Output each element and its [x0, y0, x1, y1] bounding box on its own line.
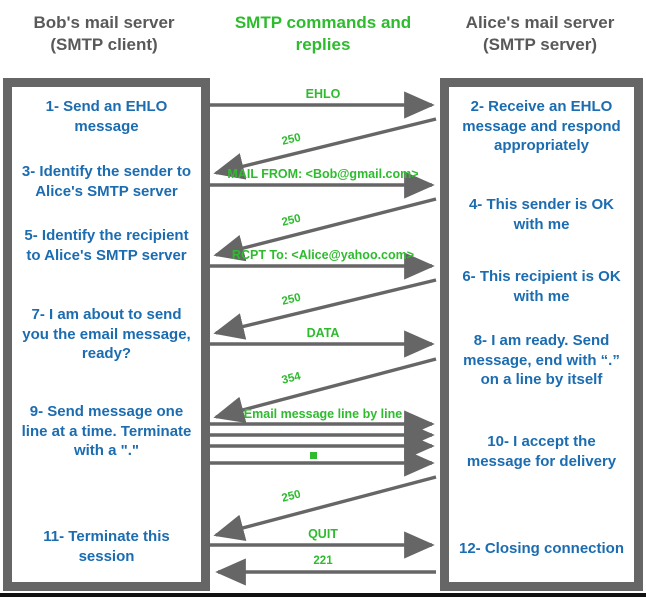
heading-server-line2: (SMTP server) — [482, 34, 597, 54]
client-step-3: 3- Identify the sender to Alice's SMTP s… — [21, 163, 192, 200]
server-step-2: 2- Receive an EHLO message and respond a… — [462, 98, 621, 154]
client-step-7: 7- I am about to send you the email mess… — [22, 306, 191, 362]
heading-protocol-line2: replies — [295, 34, 351, 54]
client-panel: 1- Send an EHLO message 3- Identify the … — [3, 78, 210, 591]
client-step-11: 11- Terminate this session — [43, 528, 170, 565]
arrow-250-a — [213, 117, 437, 180]
server-step-12: 12- Closing connection — [458, 540, 624, 557]
server-step-8: 8- I am ready. Send message, end with “.… — [463, 332, 620, 388]
client-step-5: 5- Identify the recipient to Alice's SMT… — [24, 227, 189, 264]
label-rcpt-to: RCPT To: <Alice@yahoo.com> — [231, 248, 415, 262]
heading-client: Bob's mail server (SMTP client) — [4, 12, 204, 56]
client-step-9: 9- Send message one line at a time. Term… — [21, 403, 192, 459]
heading-client-line1: Bob's mail server — [33, 13, 175, 32]
arrow-250-d — [213, 475, 437, 542]
arrow-250-b — [213, 197, 437, 262]
label-email-body: Email message line by line — [243, 407, 403, 421]
label-mail-from: MAIL FROM: <Bob@gmail.com> — [227, 167, 419, 181]
arrow-354 — [213, 357, 437, 424]
heading-protocol-line1: SMTP commands and — [234, 13, 412, 32]
label-quit: QUIT — [308, 527, 338, 541]
server-step-10: 10- I accept the message for delivery — [466, 433, 617, 470]
message-lane: EHLO 250 MAIL FROM: <Bob@gmail.com> 250 … — [210, 78, 440, 591]
server-panel: 2- Receive an EHLO message and respond a… — [440, 78, 643, 591]
label-221: 221 — [313, 555, 333, 567]
client-step-1: 1- Send an EHLO message — [45, 98, 168, 135]
label-ehlo: EHLO — [305, 87, 341, 101]
message-arrows — [210, 91, 437, 586]
server-panel-inner: 2- Receive an EHLO message and respond a… — [449, 87, 634, 582]
server-step-6: 6- This recipient is OK with me — [462, 268, 621, 305]
heading-client-line2: (SMTP client) — [50, 34, 158, 54]
message-terminator-dot-icon — [310, 452, 317, 459]
heading-protocol: SMTP commands and replies — [218, 12, 428, 56]
server-step-4: 4- This sender is OK with me — [468, 196, 615, 233]
heading-server: Alice's mail server (SMTP server) — [438, 12, 642, 56]
client-panel-inner: 1- Send an EHLO message 3- Identify the … — [12, 87, 201, 582]
bottom-rule — [0, 593, 646, 597]
arrow-250-c — [213, 278, 437, 340]
heading-server-line1: Alice's mail server — [465, 13, 615, 32]
label-data: DATA — [306, 326, 340, 340]
